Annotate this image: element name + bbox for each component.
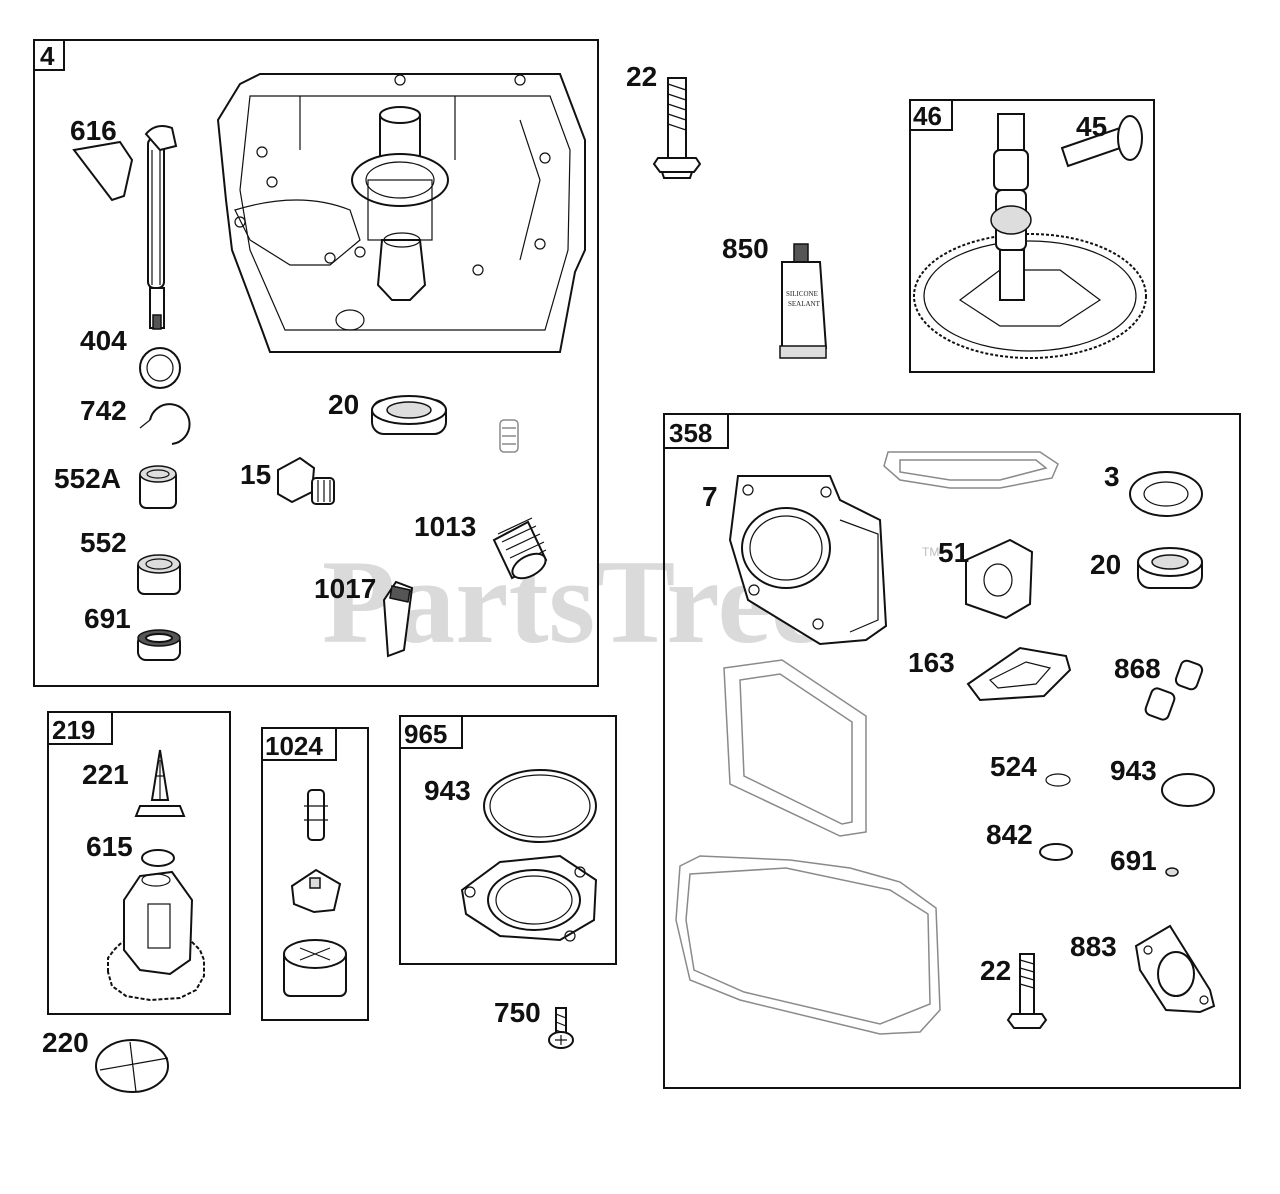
seal-691-right[interactable]	[1165, 867, 1179, 877]
oil-pump-cover-220[interactable]	[95, 1039, 169, 1093]
bolt-22-top[interactable]	[652, 77, 702, 179]
part-label-943-box: 943	[424, 775, 471, 806]
part-label-20-top: 20	[328, 389, 359, 420]
crankcase-sump-drawing[interactable]	[216, 73, 586, 353]
part-label-3: 3	[1104, 461, 1120, 492]
ring-615[interactable]	[141, 849, 175, 867]
gasket-51[interactable]	[965, 538, 1034, 620]
o-ring-943-right[interactable]	[1161, 773, 1215, 807]
crankcase-gasket-gray[interactable]	[675, 855, 941, 1035]
oil-seal-20-top[interactable]	[371, 395, 447, 435]
valve-cover-gasket[interactable]	[883, 451, 1059, 489]
gasket-163[interactable]	[966, 646, 1072, 702]
oil-seal-20-right[interactable]	[1137, 547, 1203, 589]
part-label-750: 750	[494, 997, 541, 1028]
part-label-22-top: 22	[626, 61, 657, 92]
part-label-883: 883	[1070, 931, 1117, 962]
o-ring-524[interactable]	[1045, 773, 1071, 787]
breather-1017[interactable]	[382, 580, 414, 658]
bushing-552[interactable]	[137, 554, 181, 595]
bolt-22-bottom[interactable]	[1006, 953, 1048, 1029]
governor-gear-drawing[interactable]	[107, 870, 205, 1002]
governor-shaft-616[interactable]	[72, 125, 178, 330]
e-ring-742[interactable]	[139, 403, 191, 445]
oil-pump-shaft[interactable]	[304, 789, 328, 841]
washer-3[interactable]	[1129, 471, 1203, 517]
part-label-221: 221	[82, 759, 129, 790]
assembly-box-965: 965	[399, 715, 617, 965]
part-label-20-right: 20	[1090, 549, 1121, 580]
pin-45[interactable]	[1060, 115, 1143, 168]
watermark-tm: TM	[922, 545, 939, 559]
part-label-691-left: 691	[84, 603, 131, 634]
head-gasket-7[interactable]	[728, 475, 888, 646]
bushing-552a[interactable]	[139, 465, 177, 509]
part-label-943-right: 943	[1110, 755, 1157, 786]
part-label-15: 15	[240, 459, 271, 490]
part-label-404: 404	[80, 325, 127, 356]
part-label-220: 220	[42, 1027, 89, 1058]
part-label-51: 51	[938, 537, 969, 568]
part-label-742: 742	[80, 395, 127, 426]
part-label-7: 7	[702, 481, 718, 512]
plug-15[interactable]	[277, 456, 335, 505]
washer-404[interactable]	[139, 347, 181, 389]
part-label-552: 552	[80, 527, 127, 558]
part-label-163: 163	[908, 647, 955, 678]
part-label-691-right: 691	[1110, 845, 1157, 876]
assembly-box-219: 219	[47, 711, 231, 1015]
spring-1013[interactable]	[492, 517, 550, 583]
assembly-box-4: 4	[33, 39, 599, 687]
sealant-line2: SEALANT	[788, 300, 821, 308]
box-tag-4: 4	[40, 41, 55, 71]
part-label-842: 842	[986, 819, 1033, 850]
part-label-1013: 1013	[414, 511, 476, 542]
box-tag-46: 46	[913, 101, 942, 131]
gasket-883[interactable]	[1134, 924, 1216, 1014]
screw-750[interactable]	[548, 1007, 574, 1049]
assembly-box-46: 46	[909, 99, 1155, 373]
box-tag-358: 358	[669, 418, 712, 448]
breather-gasket-gray[interactable]	[723, 659, 867, 837]
seal-691-left[interactable]	[137, 629, 181, 661]
part-label-45: 45	[1076, 111, 1107, 142]
box-tag-965: 965	[404, 719, 447, 749]
governor-cup-221[interactable]	[134, 749, 186, 817]
dowel-pin[interactable]	[499, 419, 519, 453]
part-label-868: 868	[1114, 653, 1161, 684]
dowel-868[interactable]	[1144, 659, 1204, 721]
camshaft-drawing[interactable]	[913, 113, 1147, 359]
silicone-sealant-tube-850[interactable]: SILICONE SEALANT	[779, 243, 828, 359]
part-label-615: 615	[86, 831, 133, 862]
oil-filter-adapter[interactable]	[460, 854, 598, 942]
oil-pump-inner-rotor[interactable]	[290, 868, 342, 914]
assembly-box-358: 358	[663, 413, 1241, 1089]
oil-pump-outer-rotor[interactable]	[283, 939, 347, 997]
sealant-line1: SILICONE	[786, 290, 818, 298]
ring-842[interactable]	[1039, 843, 1073, 861]
box-tag-1024: 1024	[265, 731, 323, 761]
part-label-1017: 1017	[314, 573, 376, 604]
part-label-616: 616	[70, 115, 117, 146]
part-label-850: 850	[722, 233, 769, 264]
part-label-524: 524	[990, 751, 1037, 782]
part-label-22-bottom: 22	[980, 955, 1011, 986]
assembly-box-1024: 1024	[261, 727, 369, 1021]
o-ring-943-box[interactable]	[483, 769, 597, 843]
part-label-552a: 552A	[54, 463, 121, 494]
box-tag-219: 219	[52, 715, 95, 745]
